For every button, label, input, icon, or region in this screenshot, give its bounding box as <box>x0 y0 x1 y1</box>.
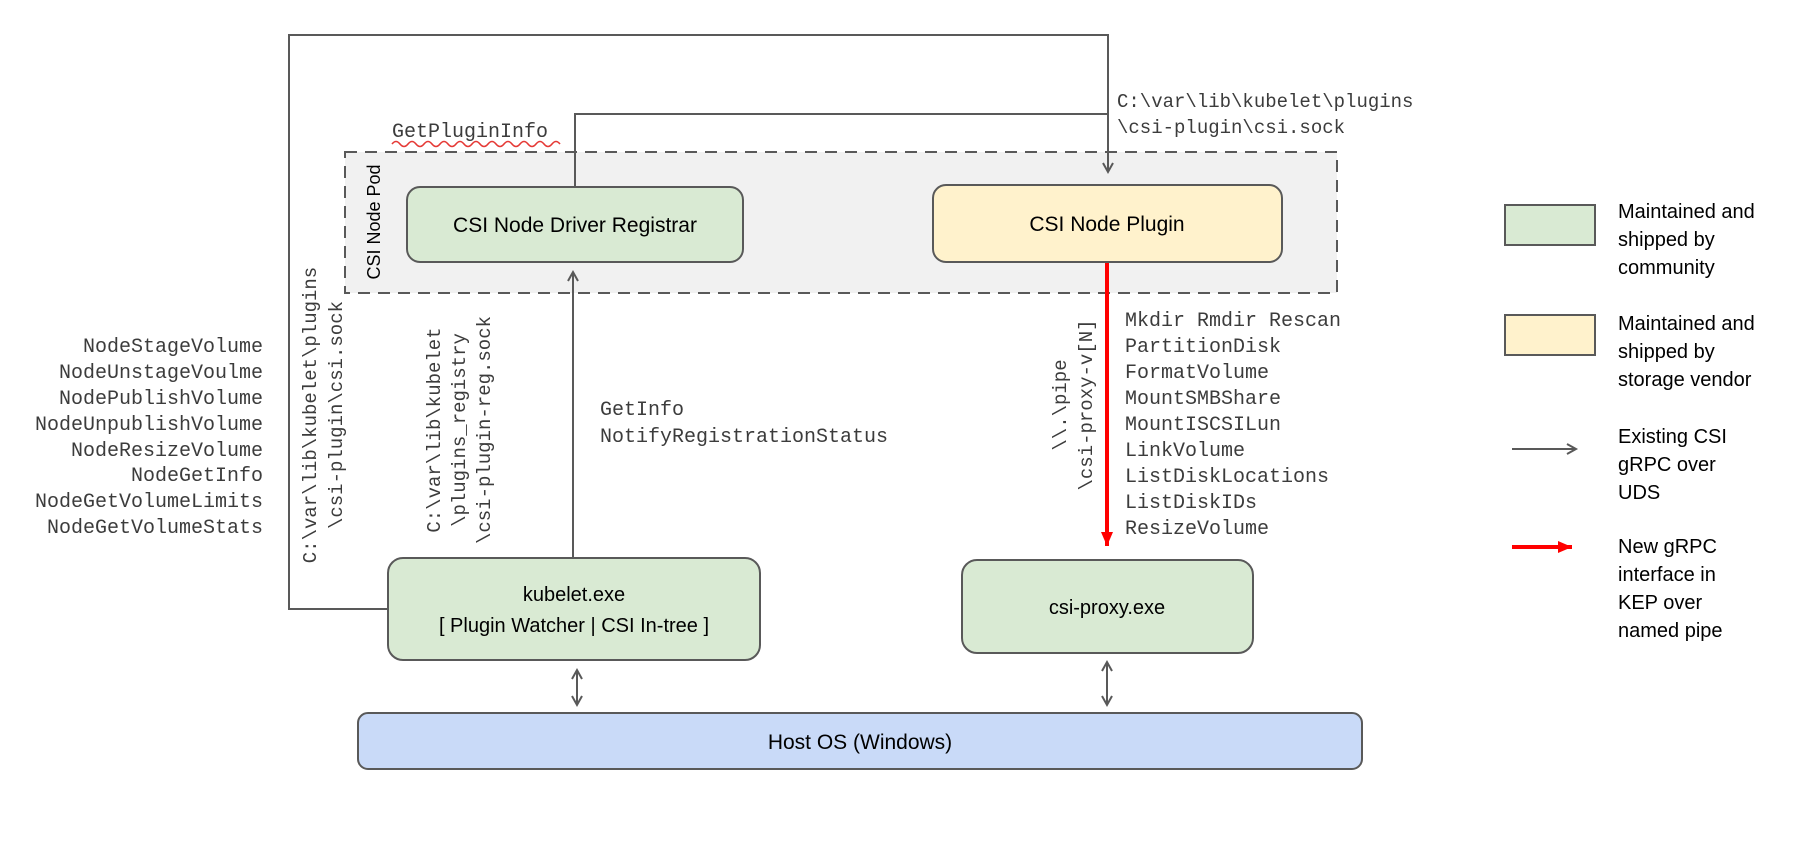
proxy-api-list: Mkdir Rmdir Rescan PartitionDisk FormatV… <box>1125 310 1341 541</box>
csi-sock-path-line1: C:\var\lib\kubelet\plugins <box>1117 91 1413 113</box>
csi-node-pod-label: CSI Node Pod <box>364 164 384 279</box>
proxy-api-item: MountISCSILun <box>1125 414 1281 437</box>
kubelet-label-line2: [ Plugin Watcher | CSI In-tree ] <box>439 615 709 637</box>
legend-uds-line: gRPC over <box>1618 454 1716 476</box>
kubelet-box <box>387 557 761 661</box>
proxy-api-item: FormatVolume <box>1125 362 1269 385</box>
proxy-api-item: Mkdir Rmdir Rescan <box>1125 310 1341 333</box>
csi-sock-vertical-line2: \csi-plugin\csi.sock <box>326 301 348 529</box>
csi-sock-path-line2: \csi-plugin\csi.sock <box>1117 117 1345 139</box>
reg-sock-line3: \csi-plugin-reg.sock <box>474 316 496 544</box>
notifyregistrationstatus-label: NotifyRegistrationStatus <box>600 426 888 449</box>
legend-community-line: shipped by <box>1618 229 1715 251</box>
reg-sock-line1: C:\var\lib\kubelet <box>424 327 446 532</box>
legend-newgrpc-line: named pipe <box>1618 620 1723 642</box>
reg-sock-path-group: C:\var\lib\kubelet \plugins_registry \cs… <box>424 316 496 544</box>
proxy-api-item: ResizeVolume <box>1125 518 1269 541</box>
legend-uds-line: UDS <box>1618 482 1660 504</box>
legend-vendor-line: shipped by <box>1618 341 1715 363</box>
proxy-api-item: PartitionDisk <box>1125 336 1281 359</box>
csi-sock-path-vertical-group: C:\var\lib\kubelet\plugins \csi-plugin\c… <box>300 267 348 563</box>
plugin-label: CSI Node Plugin <box>1029 213 1184 236</box>
proxy-label: csi-proxy.exe <box>1049 597 1165 619</box>
node-api-item: NodePublishVolume <box>59 388 263 411</box>
proxy-api-item: ListDiskIDs <box>1125 492 1257 515</box>
legend-uds-line: Existing CSI <box>1618 426 1727 448</box>
proxy-api-item: MountSMBShare <box>1125 388 1281 411</box>
legend: Maintained and shipped by community Main… <box>1504 201 1755 642</box>
csi-sock-vertical-line1: C:\var\lib\kubelet\plugins <box>300 267 322 563</box>
named-pipe-line2: \csi-proxy-v[N] <box>1076 319 1098 490</box>
legend-newgrpc-line: KEP over <box>1618 592 1702 614</box>
named-pipe-line1: \\.\pipe <box>1050 359 1072 450</box>
legend-vendor-line: storage vendor <box>1618 369 1752 391</box>
kubelet-to-plugin-uds-line <box>288 34 1114 610</box>
host-os-label: Host OS (Windows) <box>768 731 952 754</box>
legend-community-line: community <box>1618 257 1715 279</box>
csi-node-pod-label-group: CSI Node Pod <box>364 164 384 279</box>
csi-proxy-box <box>961 559 1254 654</box>
legend-newgrpc-line: New gRPC <box>1618 536 1717 558</box>
node-api-item: NodeUnpublishVolume <box>35 414 263 437</box>
csi-node-driver-registrar-box <box>406 186 744 263</box>
host-os-box <box>357 712 1363 770</box>
node-api-item: NodeResizeVolume <box>71 440 263 463</box>
node-api-item: NodeGetVolumeLimits <box>35 491 263 514</box>
proxy-api-item: ListDiskLocations <box>1125 466 1329 489</box>
node-api-list: NodeStageVolume NodeUnstageVoulme NodePu… <box>35 336 263 540</box>
csi-node-plugin-box <box>932 184 1283 263</box>
getplugininfo-label: GetPluginInfo <box>392 121 548 144</box>
node-api-item: NodeUnstageVoulme <box>59 362 263 385</box>
spellcheck-squiggle-underline <box>391 140 561 148</box>
named-pipe-label-group: \\.\pipe \csi-proxy-v[N] <box>1050 319 1098 490</box>
legend-vendor-line: Maintained and <box>1618 313 1755 335</box>
legend-community-line: Maintained and <box>1618 201 1755 223</box>
registrar-label: CSI Node Driver Registrar <box>453 214 697 237</box>
legend-community-swatch <box>1504 204 1596 246</box>
node-api-item: NodeGetInfo <box>131 465 263 488</box>
proxy-api-item: LinkVolume <box>1125 440 1245 463</box>
legend-vendor-swatch <box>1504 314 1596 356</box>
registrar-getplugininfo-line <box>574 113 1108 187</box>
kubelet-label-line1: kubelet.exe <box>523 584 625 606</box>
node-api-item: NodeStageVolume <box>83 336 263 359</box>
getinfo-label: GetInfo <box>600 399 684 422</box>
reg-sock-line2: \plugins_registry <box>449 333 471 527</box>
node-api-item: NodeGetVolumeStats <box>47 517 263 540</box>
legend-newgrpc-line: interface in <box>1618 564 1716 586</box>
